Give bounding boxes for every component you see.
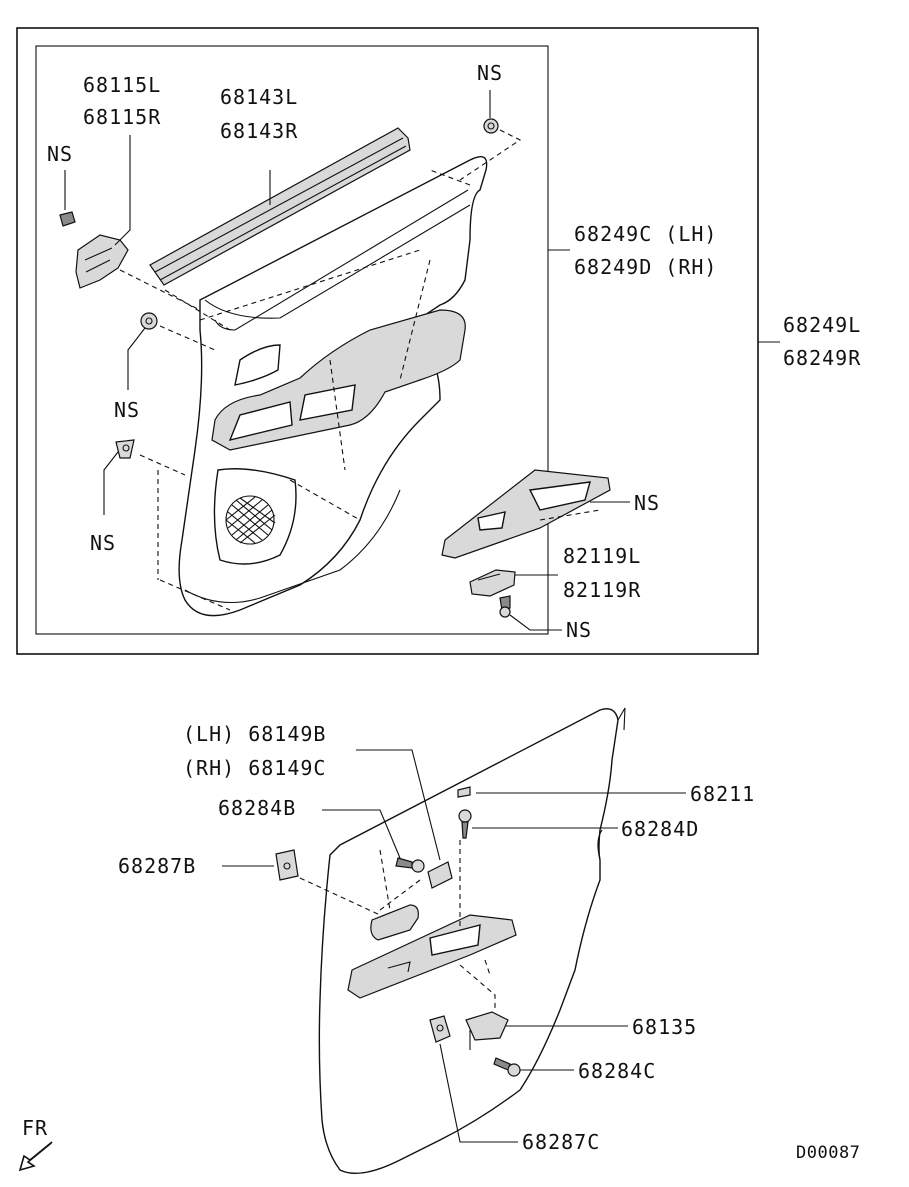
clip-top: [459, 118, 522, 181]
clip-68287b: [275, 849, 299, 881]
label-68135: 68135: [632, 1015, 697, 1039]
label-ns-handle-screw: NS: [47, 142, 73, 166]
label-68249l: 68249L: [783, 313, 861, 337]
label-68249cd: 68249C (LH) 68249D (RH): [574, 222, 717, 279]
label-68149c: (RH) 68149C: [183, 756, 326, 780]
label-68115r: 68115R: [83, 105, 161, 129]
clip-mid: [140, 312, 216, 351]
label-68115: 68115L 68115R: [83, 73, 161, 129]
label-68287b: 68287B: [118, 854, 196, 878]
label-ns-mid-clip: NS: [114, 398, 140, 422]
part-68149: [427, 861, 453, 889]
label-fr: FR: [22, 1116, 48, 1140]
label-68249r: 68249R: [783, 346, 861, 370]
front-arrow-icon: [18, 1141, 53, 1172]
clip-68287c: [429, 1015, 451, 1043]
label-68284b: 68284B: [218, 796, 296, 820]
label-68115l: 68115L: [83, 73, 161, 97]
belt-weatherstrip: [149, 127, 411, 331]
bracket-68135: [465, 1011, 509, 1050]
label-68249d: 68249D (RH): [574, 255, 717, 279]
switch-panel: [441, 469, 611, 559]
label-68284c: 68284C: [578, 1059, 656, 1083]
part-68211: [457, 786, 471, 798]
pull-pocket: [370, 904, 419, 941]
label-68249c: 68249C (LH): [574, 222, 717, 246]
screw: [499, 595, 511, 618]
door-trim-panel: [157, 156, 488, 617]
drawing-id: D00087: [796, 1143, 860, 1163]
power-window-switch: [469, 569, 516, 597]
label-68143r: 68143R: [220, 119, 298, 143]
label-82119: 82119L 82119R: [563, 544, 641, 602]
inner-handle: [59, 211, 201, 311]
outer-frame: [16, 27, 759, 655]
label-ns-top-clip: NS: [477, 61, 503, 85]
label-68143l: 68143L: [220, 85, 298, 109]
upper-assembly: [16, 27, 780, 655]
label-82119l: 82119L: [563, 544, 641, 568]
label-82119r: 82119R: [563, 578, 641, 602]
label-68149b: (LH) 68149B: [183, 722, 326, 746]
screw-68284c: [493, 1057, 521, 1077]
label-68249lr: 68249L 68249R: [783, 313, 861, 370]
label-68211: 68211: [690, 782, 755, 806]
label-68149: (LH) 68149B (RH) 68149C: [183, 722, 326, 780]
label-ns-screw: NS: [566, 618, 592, 642]
inner-frame: [35, 45, 549, 635]
clip-low: [115, 439, 186, 476]
label-ns-switch-panel: NS: [634, 491, 660, 515]
label-ns-low-clip: NS: [90, 531, 116, 555]
speaker-grille: [225, 495, 276, 545]
screw-68284d: [458, 809, 472, 839]
screw-68284b: [395, 857, 425, 873]
lower-assembly: [18, 707, 686, 1175]
label-68143: 68143L 68143R: [220, 85, 298, 143]
label-68287c: 68287C: [522, 1130, 600, 1154]
label-68284d: 68284D: [621, 817, 699, 841]
